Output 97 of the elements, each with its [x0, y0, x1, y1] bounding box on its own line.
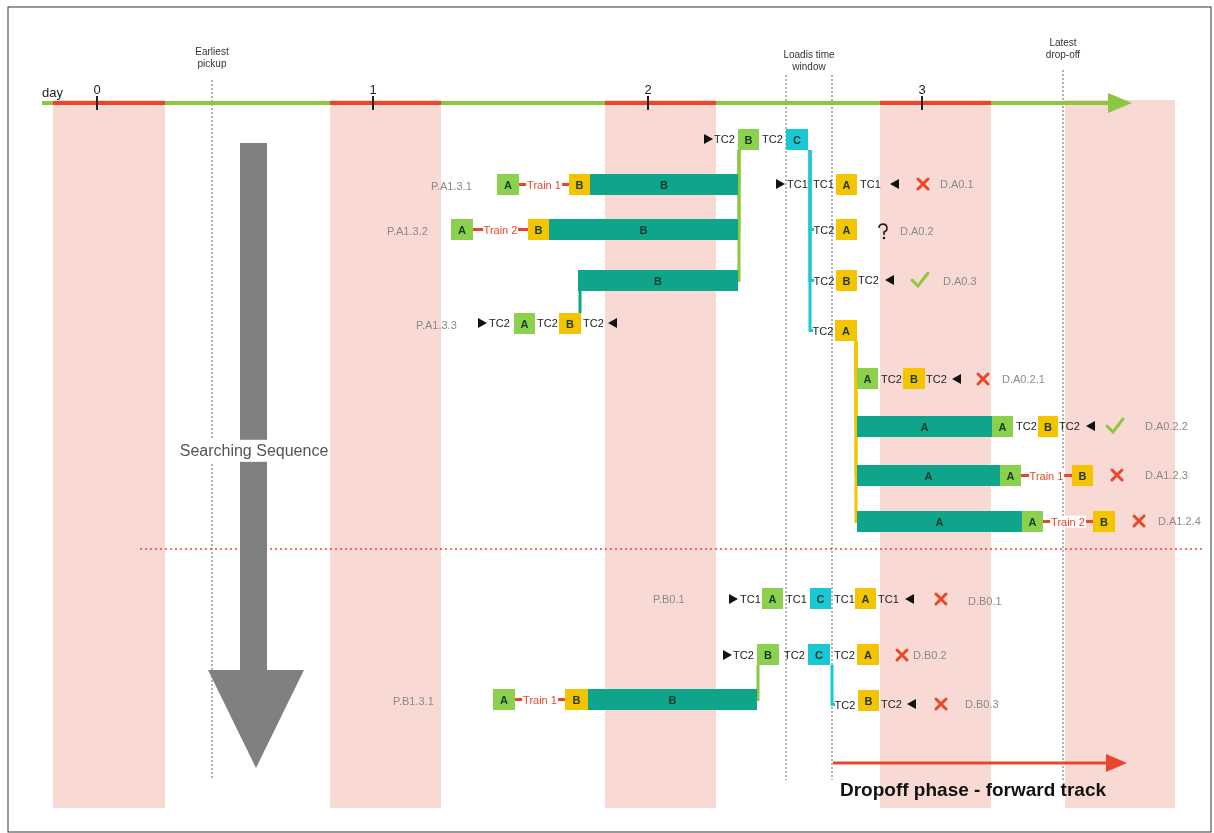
location-box: A	[451, 219, 473, 240]
duration-bar: B	[588, 689, 757, 710]
row-label: D.A0.2.2	[1145, 419, 1188, 433]
transfer-label: TC2	[813, 322, 833, 339]
row-label: D.A1.2.3	[1145, 468, 1188, 482]
transfer-label: TC1	[878, 592, 899, 606]
location-box: B	[836, 270, 857, 291]
transfer-label: TC2	[926, 372, 947, 386]
location-box: B	[1072, 465, 1093, 486]
time-marker-label: Loadis time window	[782, 48, 836, 72]
row-label: D.A0.3	[943, 274, 977, 288]
location-box: C	[810, 588, 831, 609]
time-marker-label: Latest drop-off	[1044, 36, 1082, 60]
row-label: D.A0.2.1	[1002, 372, 1045, 386]
duration-bar: A	[857, 511, 1022, 532]
location-box: B	[569, 174, 590, 195]
location-box: B	[559, 313, 581, 334]
location-box: A	[497, 174, 519, 195]
transfer-label: TC1	[786, 592, 807, 606]
row-label: D.A1.2.4	[1158, 514, 1201, 528]
transfer-label: TC2	[489, 316, 510, 330]
location-box: A	[857, 644, 879, 665]
location-box: B	[1093, 511, 1115, 532]
connector-line	[854, 341, 859, 523]
transfer-label: TC2	[733, 648, 754, 662]
axis-label: 1	[369, 82, 377, 98]
axis-label: 0	[93, 82, 101, 98]
axis-label: 2	[644, 82, 652, 98]
transfer-label: TC2	[814, 272, 834, 289]
edge-label: Train 2	[482, 223, 519, 236]
duration-bar: A	[857, 416, 992, 437]
row-label: D.B0.1	[968, 594, 1002, 608]
location-box: C	[786, 129, 808, 150]
connector-line	[736, 150, 741, 282]
row-label: D.B0.3	[965, 697, 999, 711]
edge-label: Train 1	[1028, 469, 1065, 482]
transfer-label: TC2	[1059, 419, 1080, 433]
transfer-label: TC2	[881, 697, 902, 711]
transfer-label: TC2	[714, 132, 735, 146]
row-label: P.B0.1	[653, 592, 685, 606]
location-box: A	[855, 588, 876, 609]
connector-line	[808, 150, 813, 332]
transfer-label: TC1	[834, 592, 855, 606]
edge-label: Train 1	[522, 693, 558, 706]
connector-line	[755, 665, 760, 701]
location-box: A	[1000, 465, 1021, 486]
location-box: B	[757, 644, 779, 665]
location-box: B	[858, 690, 879, 711]
transfer-label: TC1	[740, 592, 761, 606]
sequence-label: Searching Sequence	[179, 439, 329, 463]
transfer-label: TC2	[784, 648, 805, 662]
row-label: P.A1.3.3	[416, 318, 457, 332]
location-box: B	[1038, 416, 1058, 437]
phase-label: Dropoff phase - forward track	[840, 779, 1107, 801]
duration-bar: A	[857, 465, 1000, 486]
duration-bar: B	[549, 219, 738, 240]
duration-bar: B	[590, 174, 738, 195]
connector-line	[578, 291, 582, 313]
row-label: D.A0.1	[940, 177, 974, 191]
transfer-label: TC2	[834, 648, 855, 662]
connector-line	[830, 665, 835, 706]
location-box: A	[857, 368, 878, 389]
location-box: B	[903, 368, 925, 389]
axis-label: day	[42, 85, 63, 101]
time-marker-label: Earliest pickup	[194, 45, 230, 69]
transfer-label: TC2	[583, 316, 604, 330]
duration-bar: B	[578, 270, 738, 291]
transfer-label: TC2	[1016, 419, 1037, 433]
row-label: P.A1.3.1	[431, 179, 472, 193]
transfer-label: TC2	[814, 221, 834, 238]
transfer-label: TC2	[835, 696, 855, 713]
transfer-label: TC2	[881, 372, 902, 386]
location-box: A	[1022, 511, 1043, 532]
location-box: A	[762, 588, 783, 609]
location-box: B	[738, 129, 759, 150]
transfer-label: TC1	[860, 177, 881, 191]
row-label: P.B1.3.1	[393, 694, 434, 708]
location-box: C	[808, 644, 830, 665]
location-box: A	[836, 174, 857, 195]
row-label: D.A0.2	[900, 224, 934, 238]
transfer-label: TC1	[813, 177, 834, 191]
row-label: D.B0.2	[913, 648, 947, 662]
location-box: B	[528, 219, 549, 240]
edge-label: Train 1	[526, 178, 562, 191]
location-box: A	[835, 320, 857, 341]
location-box: B	[565, 689, 588, 710]
transfer-label: TC2	[537, 316, 558, 330]
location-box: A	[992, 416, 1013, 437]
edge-label: Train 2	[1050, 515, 1086, 528]
transfer-label: TC2	[762, 132, 783, 146]
location-box: A	[836, 219, 857, 240]
location-box: A	[514, 313, 535, 334]
transfer-label: TC2	[858, 273, 879, 287]
location-box: A	[493, 689, 515, 710]
axis-label: 3	[918, 82, 926, 98]
transfer-label: TC1	[787, 177, 808, 191]
row-label: P.A1.3.2	[387, 224, 428, 238]
